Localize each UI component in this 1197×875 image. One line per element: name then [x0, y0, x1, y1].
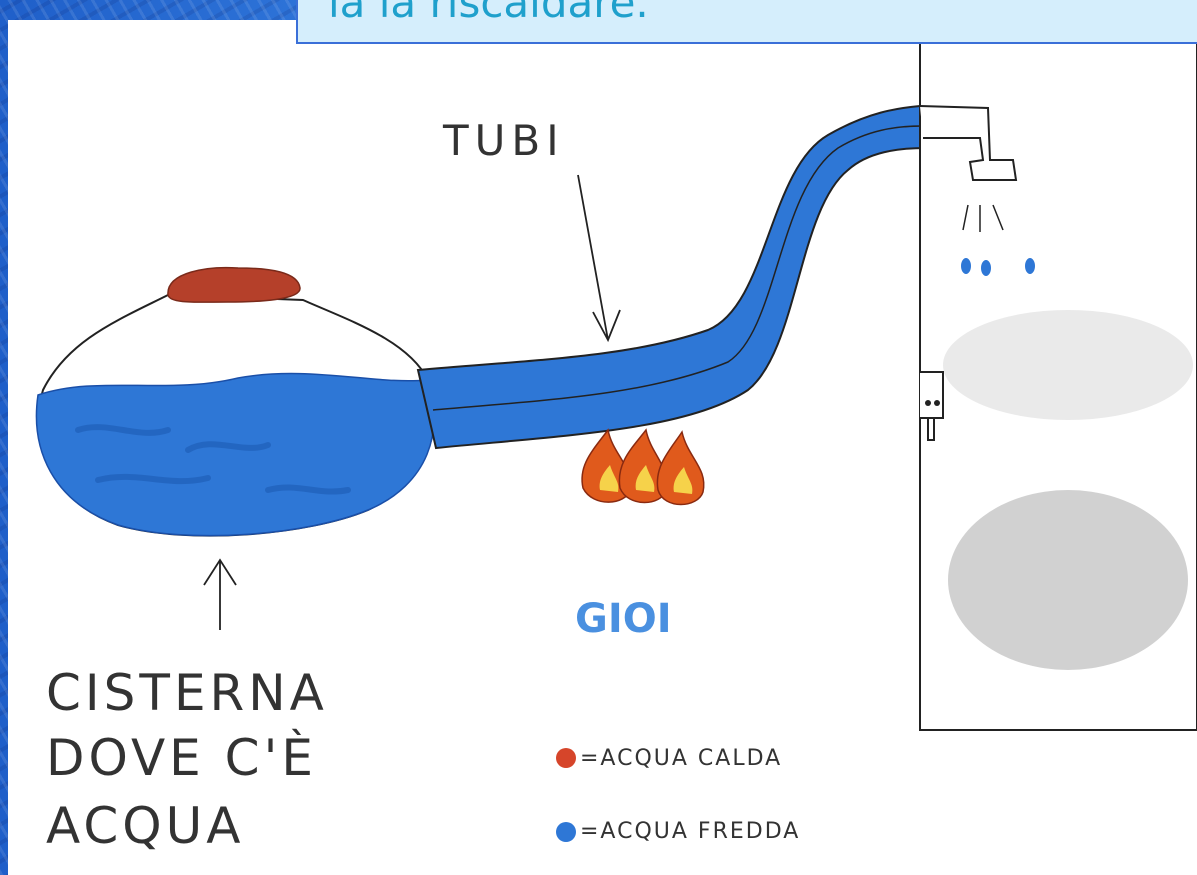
hot-water-drawing: TUBI CISTERNA DOVE C'È ACQUA GIOI =ACQUA… [8, 20, 1197, 875]
legend-hot-dot [556, 748, 576, 768]
cistern-lid [168, 268, 300, 303]
cistern-water [36, 374, 433, 536]
tap-knob [925, 400, 931, 406]
tubi-arrow [578, 175, 620, 340]
slide-title: la la riscaldare. [328, 0, 649, 27]
legend-cold-dot [556, 822, 576, 842]
cistern-label-line-1: CISTERNA [46, 664, 328, 722]
cistern-label-line-2: DOVE C'È [46, 728, 317, 787]
tap-knob [934, 400, 940, 406]
cistern-arrow [204, 560, 236, 630]
drawing-sheet: TUBI CISTERNA DOVE C'È ACQUA GIOI =ACQUA… [8, 20, 1197, 875]
shadow-smudge-small [943, 310, 1193, 420]
tubi-label: TUBI [442, 116, 565, 165]
legend-hot-label: =ACQUA CALDA [580, 746, 782, 771]
cistern-label-line-3: ACQUA [46, 797, 244, 855]
slide-title-box: la la riscaldare. [296, 0, 1197, 44]
fire-icon [582, 430, 704, 505]
legend-cold-label: =ACQUA FREDDA [580, 819, 800, 844]
shadow-smudge [948, 490, 1188, 670]
author-signature: GIOI [575, 596, 672, 642]
